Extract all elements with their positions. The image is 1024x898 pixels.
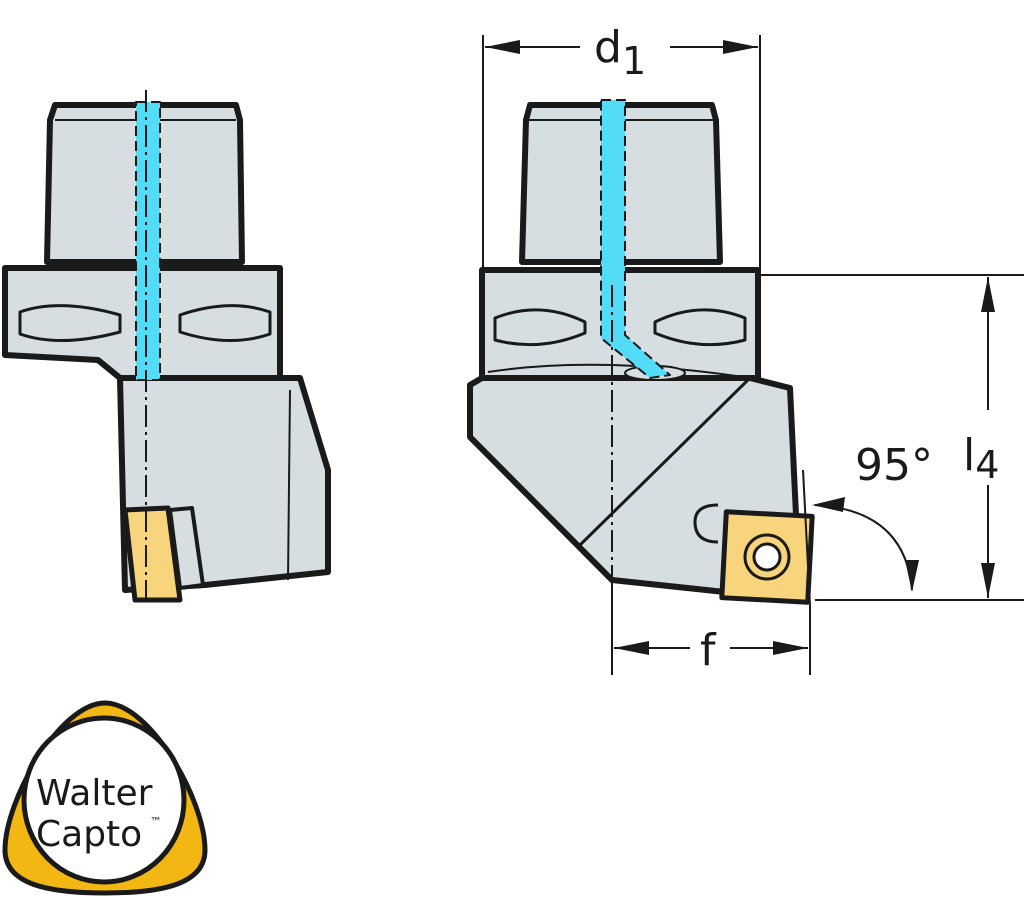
dim-angle-label: 95° [855, 440, 933, 491]
svg-text:Walter: Walter [36, 773, 153, 814]
dim-d1-label: d1 [594, 22, 646, 83]
walter-capto-logo: Walter Capto ™ [2, 700, 208, 896]
side-view [2, 90, 331, 603]
side-coolant-channel [135, 101, 161, 381]
top-insert [719, 509, 815, 605]
dimension-lines [482, 35, 1024, 675]
svg-text:Capto: Capto [36, 814, 142, 855]
dim-f-label: f [700, 625, 717, 676]
svg-text:™: ™ [150, 815, 162, 829]
top-screw-right [653, 308, 747, 347]
top-coolant-channel [600, 99, 671, 379]
side-screw-right [178, 304, 272, 342]
top-screw-left [493, 308, 587, 347]
dim-l4-label: l4 [963, 430, 999, 487]
top-view [467, 99, 815, 605]
side-insert [122, 505, 183, 603]
side-screw-left [18, 304, 122, 343]
